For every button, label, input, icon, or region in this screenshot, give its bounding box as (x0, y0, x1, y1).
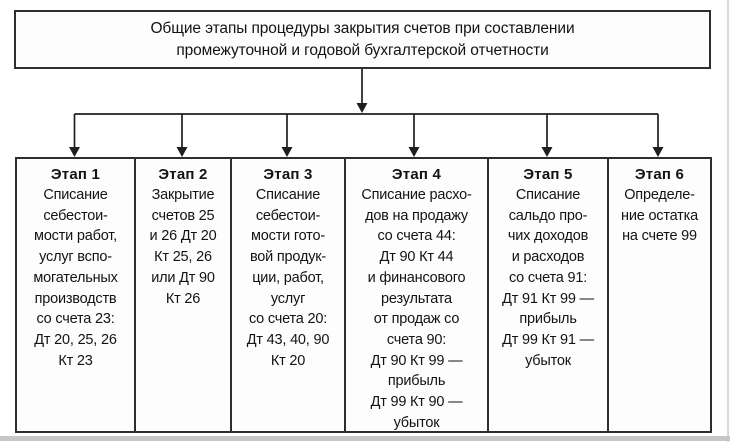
title-box: Общие этапы процедуры закрытия счетов пр… (14, 10, 711, 69)
stages-row: Этап 1 Списание себестои- мости работ, у… (15, 157, 712, 433)
stage-body-3: Списание себестои- мости гото- вой проду… (246, 187, 330, 369)
stage-label-1: Этап 1 (50, 166, 101, 183)
stage-box-6: Этап 6 Определе- ние остатка на счете 99 (607, 157, 712, 433)
down-arrow-icon (408, 147, 420, 157)
stage-body-2: Закрытие счетов 25 и 26 Дт 20 Кт 25, 26 … (149, 187, 217, 307)
stage-label-6: Этап 6 (634, 166, 685, 183)
down-arrow-icon (281, 147, 293, 157)
stage-label-4: Этап 4 (391, 166, 442, 183)
stage-label-5: Этап 5 (523, 166, 573, 183)
stage-box-2: Этап 2 Закрытие счетов 25 и 26 Дт 20 Кт … (134, 157, 232, 433)
down-arrow-icon (176, 147, 188, 157)
stage-box-1: Этап 1 Списание себестои- мости работ, у… (15, 157, 136, 433)
bottom-edge-bar (0, 436, 730, 441)
down-arrow-icon (69, 147, 80, 157)
stage-box-3: Этап 3 Списание себестои- мости гото- во… (230, 157, 346, 433)
stage-body-4: Списание расхо- дов на продажу со счета … (361, 187, 472, 431)
down-arrow-icon (541, 147, 553, 157)
down-arrow-icon (356, 103, 368, 113)
stage-body-1: Списание себестои- мости работ, услуг вс… (33, 187, 118, 369)
right-edge-line (727, 0, 729, 442)
stage-box-4: Этап 4 Списание расхо- дов на продажу со… (344, 157, 489, 433)
stage-box-5: Этап 5 Списание сальдо про- чих доходов … (487, 157, 609, 433)
stage-label-2: Этап 2 (158, 166, 208, 183)
stage-label-3: Этап 3 (263, 166, 313, 183)
diagram-title: Общие этапы процедуры закрытия счетов пр… (150, 19, 575, 59)
stage-body-6: Определе- ние остатка на счете 99 (621, 187, 698, 245)
down-arrow-icon (652, 147, 664, 157)
stage-body-5: Списание сальдо про- чих доходов и расхо… (502, 187, 594, 369)
